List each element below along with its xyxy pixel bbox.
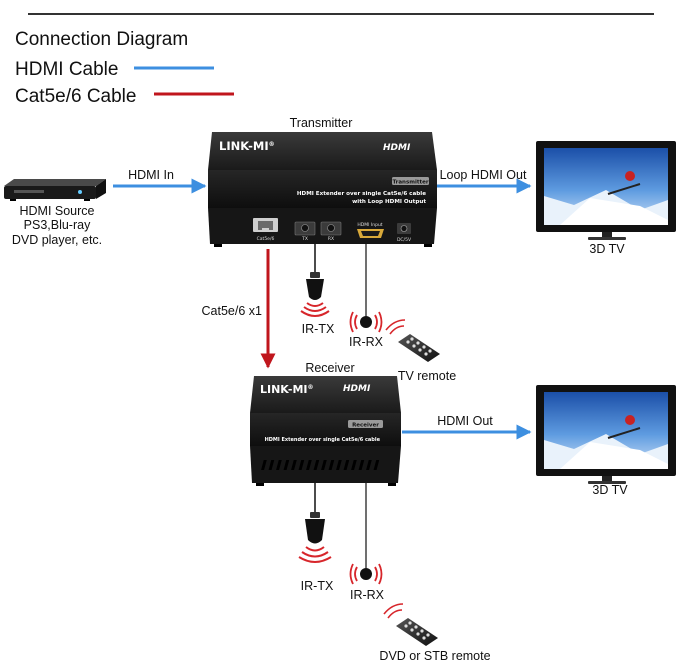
source-label-1: HDMI Source [19,204,94,218]
vent-slot [283,460,290,470]
tv-remote-label: TV remote [398,369,456,383]
tv-remote-icon [385,319,440,362]
hdmi-out-label: HDMI Out [437,414,493,428]
svg-text:LINK-MI®: LINK-MI® [219,139,275,153]
tv2-label: 3D TV [592,483,628,497]
legend: Connection Diagram HDMI Cable Cat5e/6 Ca… [15,29,234,107]
dvd-player-icon [4,179,106,201]
source-label-3: DVD player, etc. [12,233,102,247]
transmitter-desc-1: HDMI Extender over single Cat5e/6 cable [297,191,426,197]
hdmi-input-label: HDMI Input [357,222,382,228]
receiver-desc: HDMI Extender over single Cat5e/6 cable [265,437,381,443]
vent-slot [328,460,335,470]
vent-slot [268,460,275,470]
vent-slot [313,460,320,470]
receiver-reg-mark: ® [307,384,313,391]
ir-tx-label-1: IR-TX [302,322,335,336]
vent-slots [261,460,380,470]
ir-rx-receiver-icon [349,483,383,585]
transmitter-caption: Transmitter [290,116,353,130]
tv1-label: 3D TV [589,242,625,256]
vent-slot [276,460,282,470]
source-label-2: PS3,Blu-ray [24,218,91,232]
transmitter-device: LINK-MI® HDMI Transmitter HDMI Extender … [208,132,437,247]
dvd-remote-label: DVD or STB remote [379,649,490,663]
vent-slot [366,460,372,470]
legend-title: Connection Diagram [15,29,188,50]
receiver-brand: LINK-MI [260,383,307,396]
receiver-device: LINK-MI® HDMI Receiver HDMI Extender ove… [250,376,401,486]
ir-rx-receiver-icon [349,244,383,333]
vent-slot [373,460,380,470]
tv-icon [536,141,676,240]
svg-text:LINK-MI®: LINK-MI® [260,383,313,396]
ir-tx-emitter-icon [300,244,330,317]
transmitter-badge-text: Transmitter [392,179,428,185]
vent-slot [298,460,305,470]
transmitter-badge [392,177,429,185]
dvd-remote-icon [383,603,438,646]
cat-cable-label: Cat5e/6 x1 [202,304,263,318]
dc-port-label: DC/5V [397,237,412,243]
ir-tx-emitter-icon [298,483,332,563]
vent-slot [351,460,357,470]
ir-tx-label-2: IR-TX [301,579,334,593]
transmitter-hdmi-logo: HDMI [383,143,411,153]
tv-icon [536,385,676,484]
vent-slot [321,460,327,470]
vent-slot [306,460,312,470]
receiver-badge-text: Receiver [352,422,379,428]
ir-tx-jack-label: TX [301,236,308,242]
vent-slot [336,460,342,470]
vent-slot [261,460,267,470]
receiver-caption: Receiver [305,361,354,375]
vent-slot [291,460,297,470]
transmitter-brand: LINK-MI [219,139,269,153]
hdmi-in-label: HDMI In [128,168,174,182]
loop-hdmi-out-label: Loop HDMI Out [440,168,527,182]
lan-port-label: Cat5e/6 [257,236,275,242]
transmitter-desc-2: with Loop HDMI Output [352,199,426,205]
legend-hdmi-label: HDMI Cable [15,59,118,80]
ir-rx-jack-label: RX [328,236,334,242]
vent-slot [358,460,365,470]
ir-rx-label-1: IR-RX [349,335,384,349]
transmitter-reg-mark: ® [269,141,275,148]
receiver-hdmi-logo: HDMI [343,384,371,394]
ir-rx-label-2: IR-RX [350,588,385,602]
receiver-badge [348,420,383,428]
vent-slot [343,460,350,470]
legend-cat-label: Cat5e/6 Cable [15,86,136,107]
